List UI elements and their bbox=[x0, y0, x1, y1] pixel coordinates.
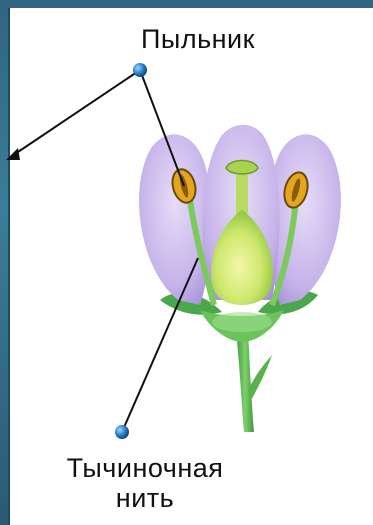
label-filament-line2: нить bbox=[30, 483, 260, 513]
label-filament: Тычиночная нить bbox=[30, 453, 260, 513]
pointer-dot-filament bbox=[115, 425, 129, 439]
arrow-head bbox=[6, 148, 20, 160]
stem bbox=[236, 330, 254, 432]
pointer-line-filament bbox=[122, 258, 198, 432]
pointer-dot-anther bbox=[133, 63, 147, 77]
pistil-stigma bbox=[226, 161, 258, 175]
stem-leaf bbox=[248, 355, 272, 402]
label-anther: Пыльник bbox=[108, 24, 288, 54]
pistil-style bbox=[236, 175, 248, 215]
label-filament-line1: Тычиночная bbox=[30, 453, 260, 483]
receptacle-highlight bbox=[212, 312, 272, 332]
pointer-line-anther-left bbox=[12, 70, 140, 156]
